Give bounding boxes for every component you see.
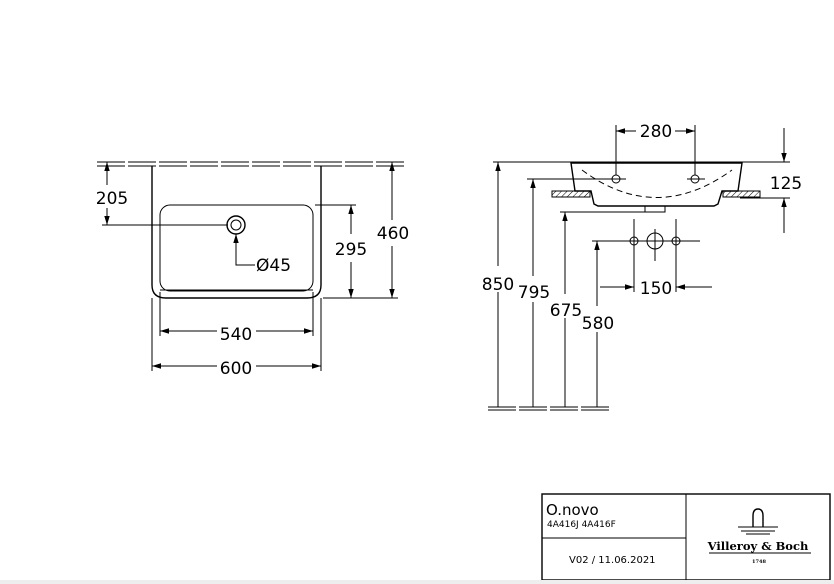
dim-label-125: 125 bbox=[770, 174, 802, 194]
valve-hole-left-icon bbox=[629, 219, 639, 292]
drain-hole-icon bbox=[646, 229, 664, 261]
tap-hole-left-icon bbox=[608, 174, 626, 184]
dim-label-795: 795 bbox=[518, 283, 550, 303]
dim-label-675: 675 bbox=[550, 301, 582, 321]
villeroy-boch-logo: Villeroy & Boch 1748 bbox=[707, 508, 811, 565]
top-view: 205 Ø45 295 460 540 600 bbox=[96, 161, 409, 379]
dim-label-295: 295 bbox=[335, 240, 367, 260]
dim-label-460: 460 bbox=[377, 224, 409, 244]
brand-name: Villeroy & Boch bbox=[707, 539, 809, 553]
title-block: O.novo 4A416J 4A416F V02 / 11.06.2021 Vi… bbox=[541, 493, 831, 581]
brand-year: 1748 bbox=[752, 559, 766, 565]
dim-label-600: 600 bbox=[220, 359, 252, 379]
countertop-right bbox=[722, 190, 761, 198]
dim-label-hole: Ø45 bbox=[256, 256, 291, 276]
dim-label-280: 280 bbox=[640, 122, 672, 142]
tap-hole-icon bbox=[226, 215, 246, 235]
bowl-hidden-line bbox=[581, 169, 733, 198]
countertop-left bbox=[551, 190, 591, 198]
leader-hole bbox=[233, 234, 255, 266]
basin-outline bbox=[151, 166, 322, 299]
product-codes: 4A416J 4A416F bbox=[547, 520, 616, 530]
product-name: O.novo bbox=[546, 501, 599, 519]
basin-profile bbox=[570, 162, 743, 207]
dim-label-205: 205 bbox=[96, 189, 128, 209]
version-date: V02 / 11.06.2021 bbox=[569, 555, 656, 566]
valve-hole-right-icon bbox=[671, 219, 681, 292]
dim-label-580: 580 bbox=[582, 314, 614, 334]
bottom-edge bbox=[0, 580, 834, 584]
dim-label-850: 850 bbox=[482, 275, 514, 295]
tap-hole-right-icon bbox=[687, 174, 705, 184]
side-view: 280 125 850 795 675 580 150 bbox=[482, 122, 802, 411]
dim-label-540: 540 bbox=[220, 325, 252, 345]
drain-outlet bbox=[644, 205, 666, 213]
basin-bowl bbox=[159, 204, 314, 292]
dim-label-150: 150 bbox=[640, 279, 672, 299]
